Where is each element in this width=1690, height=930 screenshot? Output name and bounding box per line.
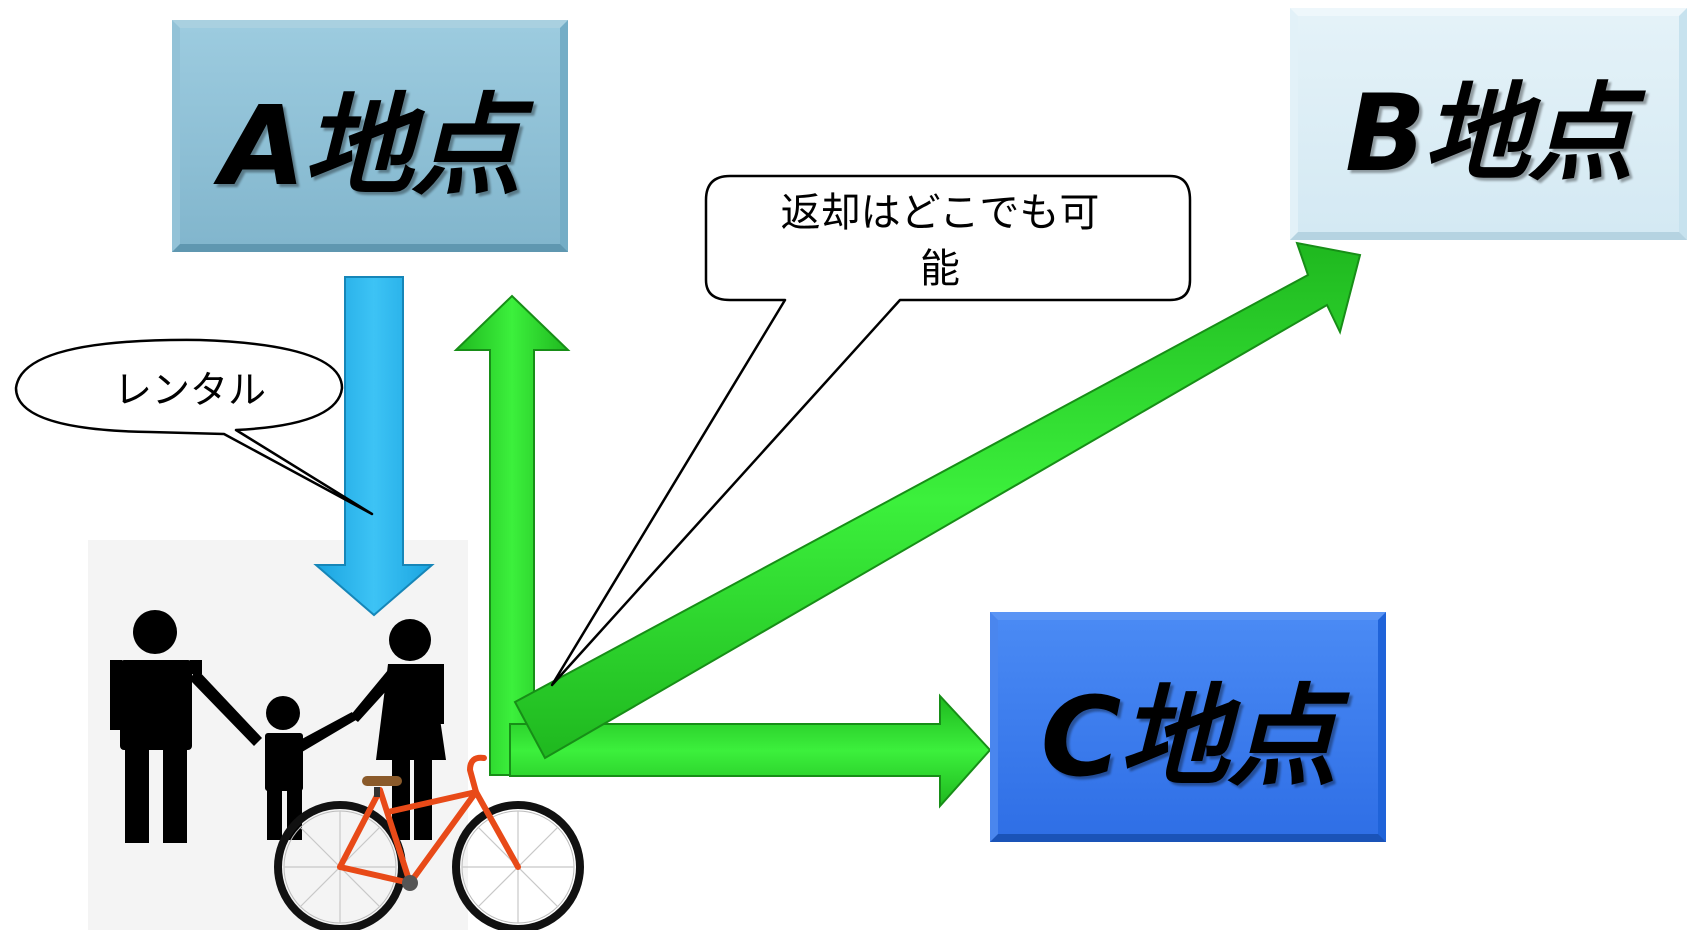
return-bubble — [550, 174, 1192, 687]
return-callout-text: 返却はどこでも可 能 — [710, 185, 1170, 297]
station-a-label: A地点 — [220, 82, 521, 210]
rental-callout-text: レンタル — [113, 368, 266, 412]
return-arrow-right — [509, 693, 992, 809]
return-callout-line1: 返却はどこでも可 — [780, 190, 1100, 236]
return-arrow-diagonal — [513, 241, 1362, 760]
station-a-box: A地点 — [172, 20, 568, 252]
station-b-label: B地点 — [1345, 72, 1634, 195]
bicycle-icon — [274, 754, 584, 930]
station-c-box: C地点 — [990, 612, 1386, 842]
return-callout-line2: 能 — [920, 246, 960, 292]
return-arrow-up — [453, 294, 571, 776]
rental-bubble — [14, 338, 374, 516]
station-b-box: B地点 — [1290, 8, 1687, 240]
station-c-label: C地点 — [1040, 673, 1338, 801]
rental-arrow — [313, 276, 435, 617]
